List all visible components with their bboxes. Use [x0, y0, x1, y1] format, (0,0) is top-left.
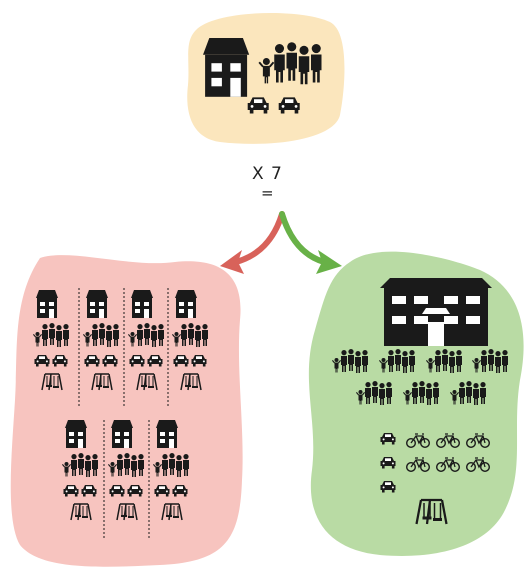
lot-dividers — [78, 288, 169, 540]
arrow-icon — [279, 211, 342, 274]
equals-label: = — [261, 184, 274, 202]
multiplier-label: X 7 — [252, 164, 283, 184]
house-icon — [203, 38, 250, 97]
sprawl-households — [33, 288, 208, 540]
shared-icons — [332, 278, 508, 526]
arrow-icon — [220, 211, 285, 274]
apartment-building-icon — [380, 278, 492, 346]
